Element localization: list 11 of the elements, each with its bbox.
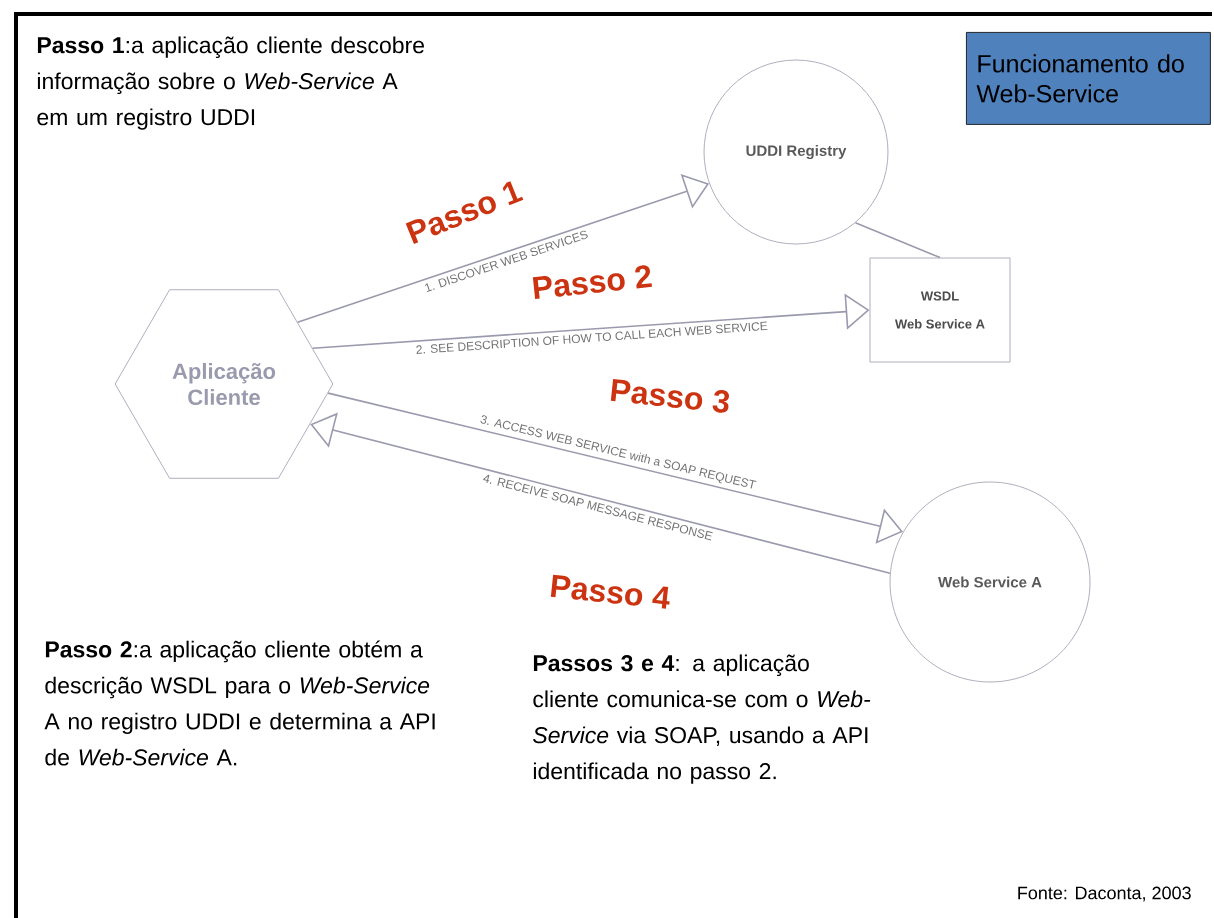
arrow <box>311 293 870 349</box>
step-label: Passo 3 <box>610 378 729 413</box>
step-label: Passo 1 <box>405 181 524 244</box>
source-note: Fonte: Daconta, 2003 <box>1018 886 1191 902</box>
hexagon-node: Aplicação Cliente <box>114 289 334 479</box>
step-description: Passo 2:a aplicação cliente obtém a descrição WSDL para o Web-Service A no registro UDDI e determina a API de Web-Service A. <box>44 640 435 766</box>
step-description: Passos 3 e 4: a aplicação cliente comunica-se com o Web-Service via SOAP, usando a API identificada no passo 2. <box>533 654 871 784</box>
step-description: Passo 1:a aplicação cliente descobre informação sobre o Web-Service A em um registro UDDI <box>37 36 424 130</box>
step-label: Passo 4 <box>550 574 670 609</box>
title-box: Funcionamento do Web-Service <box>966 32 1211 125</box>
step-label: Passo 2 <box>532 265 652 300</box>
